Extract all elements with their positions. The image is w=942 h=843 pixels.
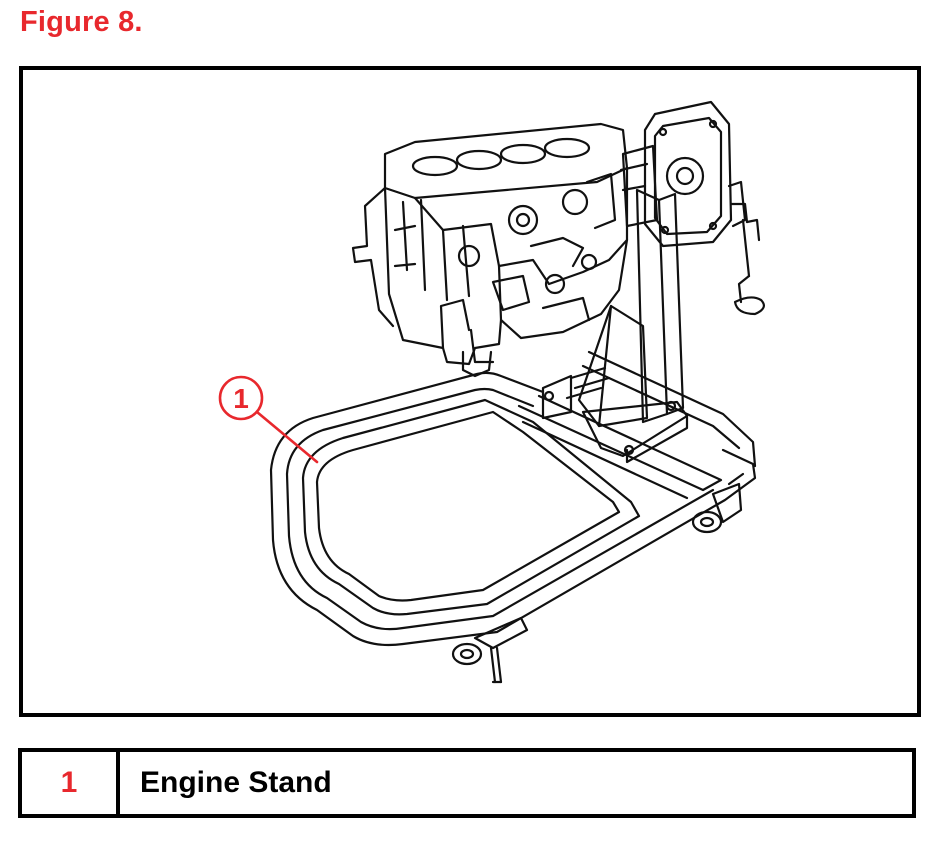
callout-number: 1 xyxy=(233,383,249,414)
engine-block xyxy=(351,122,649,378)
legend-table: 1 Engine Stand xyxy=(18,748,916,818)
legend-label: Engine Stand xyxy=(140,766,332,799)
rotating-head xyxy=(621,100,747,248)
figure-title: Figure 8. xyxy=(20,6,143,38)
crank-handle xyxy=(729,202,765,316)
rear-caster xyxy=(691,472,745,534)
base-frame xyxy=(269,350,757,647)
figure-frame: 1 xyxy=(19,66,921,717)
callout-leader xyxy=(218,375,319,464)
engine-stand-illustration: 1 xyxy=(218,100,765,684)
legend-number: 1 xyxy=(22,752,120,814)
front-caster xyxy=(451,616,529,684)
upright-post xyxy=(541,188,689,464)
